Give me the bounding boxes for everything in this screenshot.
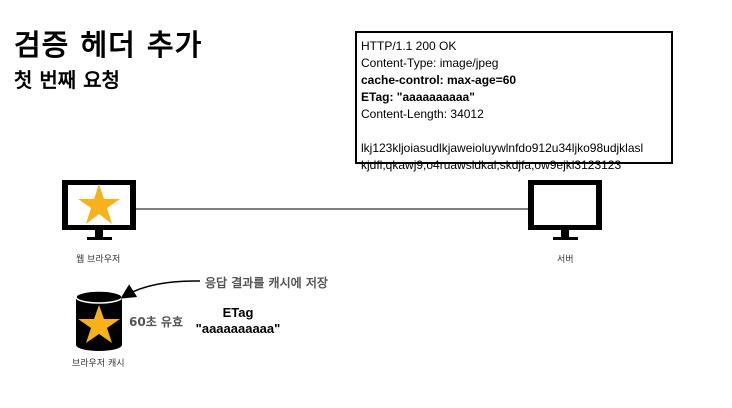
etag-header: ETag: "aaaaaaaaaa" (361, 90, 475, 104)
status-line: HTTP/1.1 200 OK (361, 39, 457, 53)
server-monitor-icon (528, 180, 602, 240)
page-title: 검증 헤더 추가 (14, 28, 203, 62)
store-arrow (120, 280, 201, 299)
browser-label: 웹 브라우저 (76, 255, 121, 265)
page-subtitle: 첫 번째 요청 (14, 68, 120, 92)
star-icon (78, 305, 120, 343)
http-response-box: HTTP/1.1 200 OK Content-Type: image/jpeg… (355, 31, 673, 172)
cache-cylinder-icon (75, 290, 123, 351)
content-type-header: Content-Type: image/jpeg (361, 56, 499, 70)
body-line-2: kjdfl;qkawj9;o4ruawsldkal;skdjfa;ow9ejkl… (361, 158, 622, 172)
etag-value: "aaaaaaaaaa" (195, 321, 281, 336)
browser-monitor-icon (62, 180, 136, 240)
cache-control-header: cache-control: max-age=60 (361, 73, 517, 87)
etag-title: ETag (222, 305, 254, 320)
store-note: 응답 결과를 캐시에 저장 (205, 276, 328, 290)
body-line-1: lkj123kljoiasudlkjaweioluywlnfdo912u34lj… (361, 141, 644, 155)
star-icon (78, 184, 120, 224)
cache-label: 브라우저 캐시 (72, 359, 125, 369)
etag-annotation: ETag "aaaaaaaaaa" (188, 305, 288, 337)
server-label: 서버 (557, 255, 574, 265)
validity-note: 60초 유효 (129, 315, 183, 329)
content-length-header: Content-Length: 34012 (361, 107, 484, 121)
